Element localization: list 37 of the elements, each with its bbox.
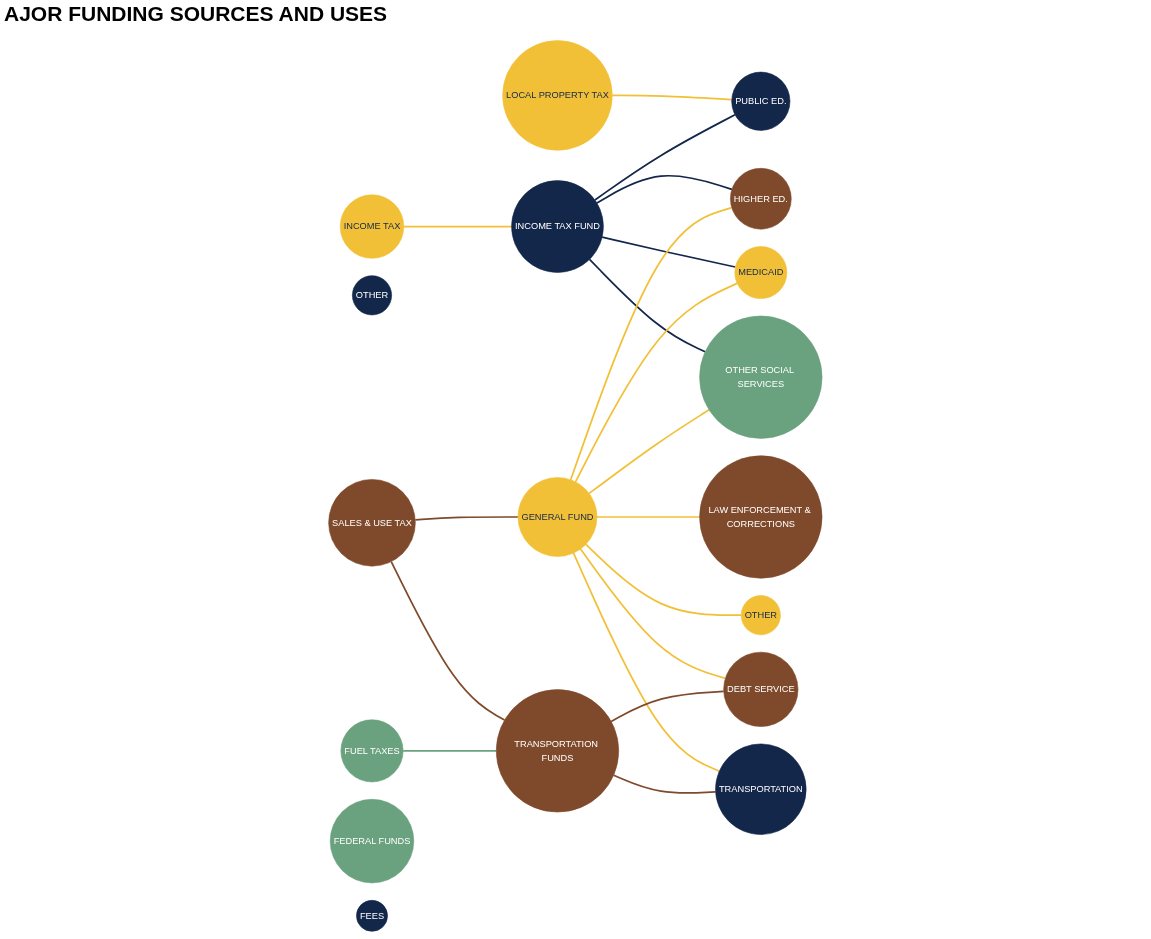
node-circle: OTHER <box>352 275 393 316</box>
node-circle: LOCAL PROPERTY TAX <box>502 40 613 151</box>
connector <box>414 516 519 521</box>
node-circle: OTHER SOCIAL SERVICES <box>699 315 823 439</box>
node-circle: INCOME TAX <box>340 194 405 259</box>
connector <box>403 225 513 228</box>
node-circle: TRANSPORTATION <box>715 743 807 835</box>
connector <box>601 236 737 268</box>
connector <box>588 409 711 495</box>
connector <box>596 174 733 204</box>
node-circle: LAW ENFORCEMENT & CORRECTIONS <box>699 455 823 579</box>
connector <box>574 282 739 483</box>
connector <box>611 94 733 101</box>
connector <box>390 560 506 721</box>
connector <box>572 552 721 773</box>
node-circle: PUBLIC ED. <box>731 71 791 131</box>
connector <box>612 774 717 794</box>
connector <box>588 258 707 353</box>
node-circle: FEES <box>356 900 388 932</box>
node-circle: MEDICAID <box>734 246 788 299</box>
node-circle: FEDERAL FUNDS <box>330 799 415 884</box>
node-circle: HIGHER ED. <box>730 168 792 230</box>
connector <box>594 113 737 201</box>
connector <box>585 543 743 617</box>
node-circle: GENERAL FUND <box>517 477 598 557</box>
diagram-title: AJOR FUNDING SOURCES AND USES <box>4 2 388 26</box>
connector <box>569 206 733 481</box>
node-circle: TRANSPORTATION FUNDS <box>496 689 620 813</box>
connector <box>596 516 701 518</box>
connector <box>402 750 498 752</box>
node-circle: INCOME TAX FUND <box>511 180 604 273</box>
node-circle: DEBT SERVICE <box>723 651 799 727</box>
node-circle: FUEL TAXES <box>340 719 404 783</box>
node-circle: SALES & USE TAX <box>328 479 416 567</box>
connector <box>579 548 727 680</box>
node-circle: OTHER <box>741 595 781 636</box>
connector <box>610 690 725 723</box>
